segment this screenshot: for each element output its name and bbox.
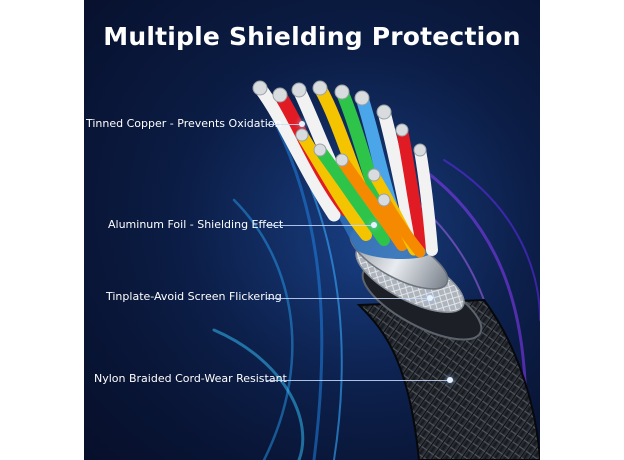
product-image-frame: Multiple Shielding Protection Tinned Cop… — [84, 0, 540, 460]
page-title: Multiple Shielding Protection — [103, 22, 521, 51]
leader-aluminum-foil — [266, 225, 372, 226]
label-tinned-copper: Tinned Copper - Prevents Oxidation — [86, 117, 282, 130]
leader-tinplate — [266, 298, 428, 299]
label-aluminum-foil: Aluminum Foil - Shielding Effect — [108, 218, 284, 231]
leader-nylon-braid — [266, 380, 448, 381]
marker-tinned-copper — [299, 121, 305, 127]
tinned-copper-tips — [252, 80, 427, 207]
marker-nylon-braid — [447, 377, 453, 383]
marker-aluminum-foil — [371, 222, 377, 228]
marker-tinplate — [427, 295, 433, 301]
label-nylon-braid: Nylon Braided Cord-Wear Resistant — [94, 372, 287, 385]
leader-tinned-copper — [266, 124, 302, 125]
label-tinplate: Tinplate-Avoid Screen Flickering — [106, 290, 282, 303]
